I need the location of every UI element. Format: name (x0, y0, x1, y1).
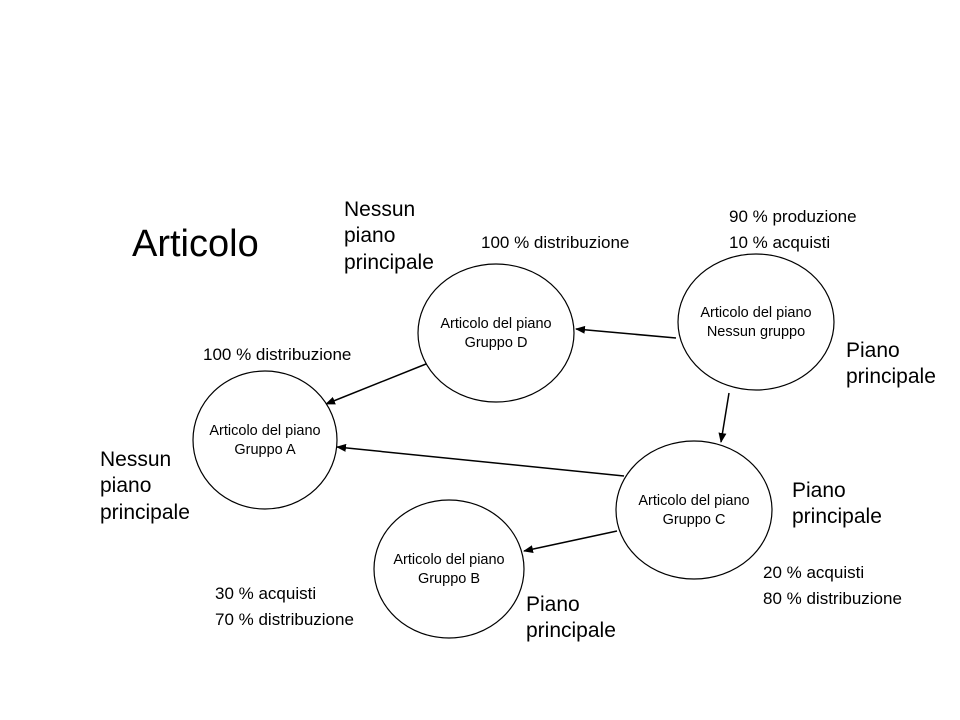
edge-d-a (325, 361, 432, 405)
node-circle-c (615, 440, 773, 580)
percent-label-b: 30 % acquisti 70 % distribuzione (215, 584, 354, 630)
percent-label-none: 90 % produzione 10 % acquisti (729, 207, 857, 253)
node-label-line2-a: Gruppo A (234, 442, 296, 458)
node-label-line2-d: Gruppo D (465, 335, 528, 351)
plan-label-c: Piano principale (792, 479, 882, 529)
page-title: Articolo (132, 223, 259, 265)
node-label-line1-a: Articolo del piano (209, 423, 320, 439)
percent-label-a: 100 % distribuzione (203, 345, 352, 364)
plan-label-b: Piano principale (526, 593, 616, 643)
edge-c-b (523, 530, 618, 554)
node-label-line2-b: Gruppo B (418, 571, 480, 587)
node-label-line1-c: Articolo del piano (638, 493, 749, 509)
plan-label-a: Nessun piano principale (100, 448, 190, 524)
node-label-line1-b: Articolo del piano (393, 552, 504, 568)
percent-label-d: 100 % distribuzione (481, 233, 630, 252)
node-circle-a (192, 370, 338, 510)
node-label-line1-none: Articolo del piano (700, 305, 811, 321)
plan-label-none: Piano principale (846, 339, 936, 389)
node-label-line2-none: Nessun gruppo (707, 324, 805, 340)
edge-none-c (718, 392, 730, 443)
node-circle-b (373, 499, 525, 639)
plan-label-d: Nessun piano principale (344, 198, 434, 274)
percent-label-c: 20 % acquisti 80 % distribuzione (763, 563, 902, 609)
node-label-line2-c: Gruppo C (663, 512, 726, 528)
node-circle-none (677, 253, 835, 391)
node-circle-d (417, 263, 575, 403)
edge-c-a (336, 443, 625, 477)
edge-none-d (575, 325, 677, 339)
node-label-line1-d: Articolo del piano (440, 316, 551, 332)
